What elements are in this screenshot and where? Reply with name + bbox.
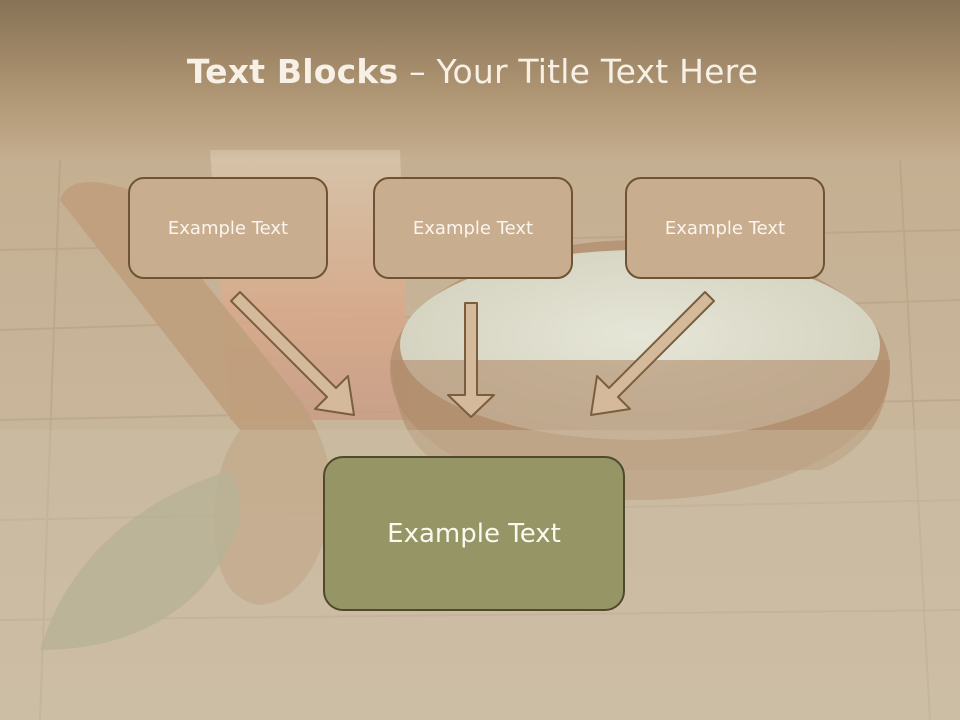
text-block-3-label: Example Text <box>664 217 786 239</box>
title-rest-text: Your Title Text Here <box>436 52 759 91</box>
header-band <box>0 0 960 160</box>
text-block-1[interactable]: Example Text <box>128 177 328 279</box>
text-block-2-label: Example Text <box>412 217 534 239</box>
text-block-2[interactable]: Example Text <box>373 177 573 279</box>
main-text-block-label: Example Text <box>387 518 561 549</box>
title-dash: – <box>398 52 437 91</box>
main-text-block[interactable]: Example Text <box>323 456 625 611</box>
title-bold-text: Text Blocks <box>186 52 399 91</box>
text-block-1-label: Example Text <box>167 217 289 239</box>
slide-title: Text Blocks – Your Title Text Here <box>0 52 945 91</box>
text-block-3[interactable]: Example Text <box>625 177 825 279</box>
